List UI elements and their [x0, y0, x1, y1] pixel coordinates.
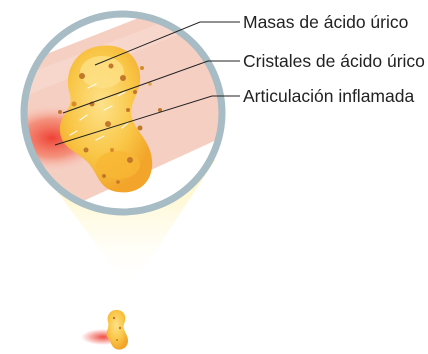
leader-line-cristales	[62, 60, 240, 114]
leader-lines	[54, 21, 240, 146]
uric-acid-crystals	[69, 83, 129, 141]
leader-line-articulacion	[54, 95, 240, 146]
magnifier-lens-ring	[20, 10, 226, 216]
crystal-particles	[58, 63, 162, 184]
leader-line-masas	[94, 21, 240, 66]
magnified-joint-view	[27, 17, 219, 209]
label-cristales: Cristales de ácido úrico	[243, 51, 425, 71]
small-joint-icon	[81, 309, 128, 350]
label-articulacion: Articulación inflamada	[243, 86, 414, 106]
label-masas: Masas de ácido úrico	[243, 12, 408, 32]
